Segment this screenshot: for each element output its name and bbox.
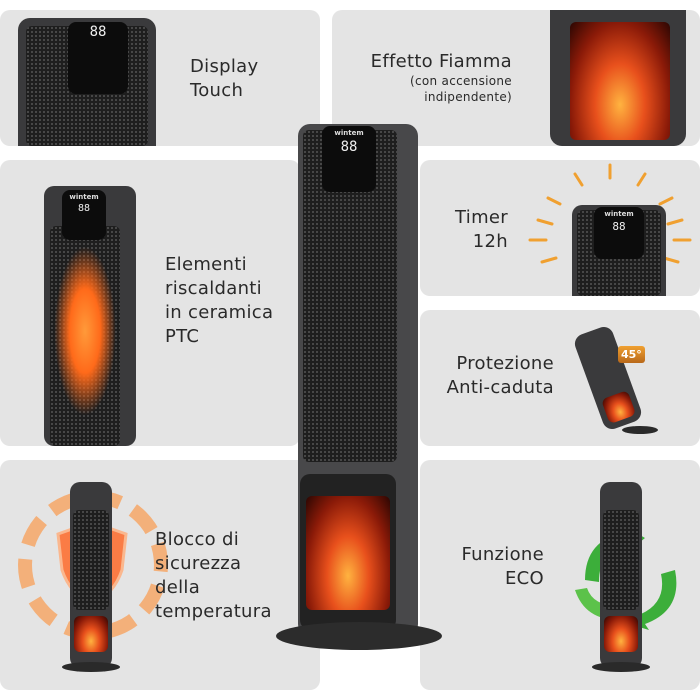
eco-base [592, 662, 650, 672]
display-closeup-image: 88 [18, 18, 156, 146]
panel-anti-tip [420, 310, 700, 446]
flame-closeup-image [550, 10, 686, 146]
brand-logo: wintem [604, 210, 634, 218]
timer-heater-image: wintem 88 [572, 205, 666, 296]
eco-heater-image [600, 482, 642, 668]
display-digits: 88 [612, 220, 626, 233]
flame-label: Effetto Fiamma [370, 51, 512, 72]
brand-logo: wintem [334, 129, 364, 137]
angle-badge: 45° [618, 346, 645, 363]
panel-eco [420, 460, 700, 690]
safety-base [62, 662, 120, 672]
display-digits: 88 [77, 203, 91, 214]
timer-rays-icon [528, 163, 692, 264]
anti-tip-base [622, 426, 658, 434]
display-digits: 88 [89, 24, 107, 40]
main-heater-image: wintem 88 [298, 124, 418, 636]
display-digits: 88 [340, 139, 358, 155]
main-heater-base [276, 622, 442, 650]
safety-heater-image [70, 482, 112, 668]
brand-logo: wintem [69, 193, 99, 201]
ptc-heater-image: wintem 88 [44, 186, 136, 446]
